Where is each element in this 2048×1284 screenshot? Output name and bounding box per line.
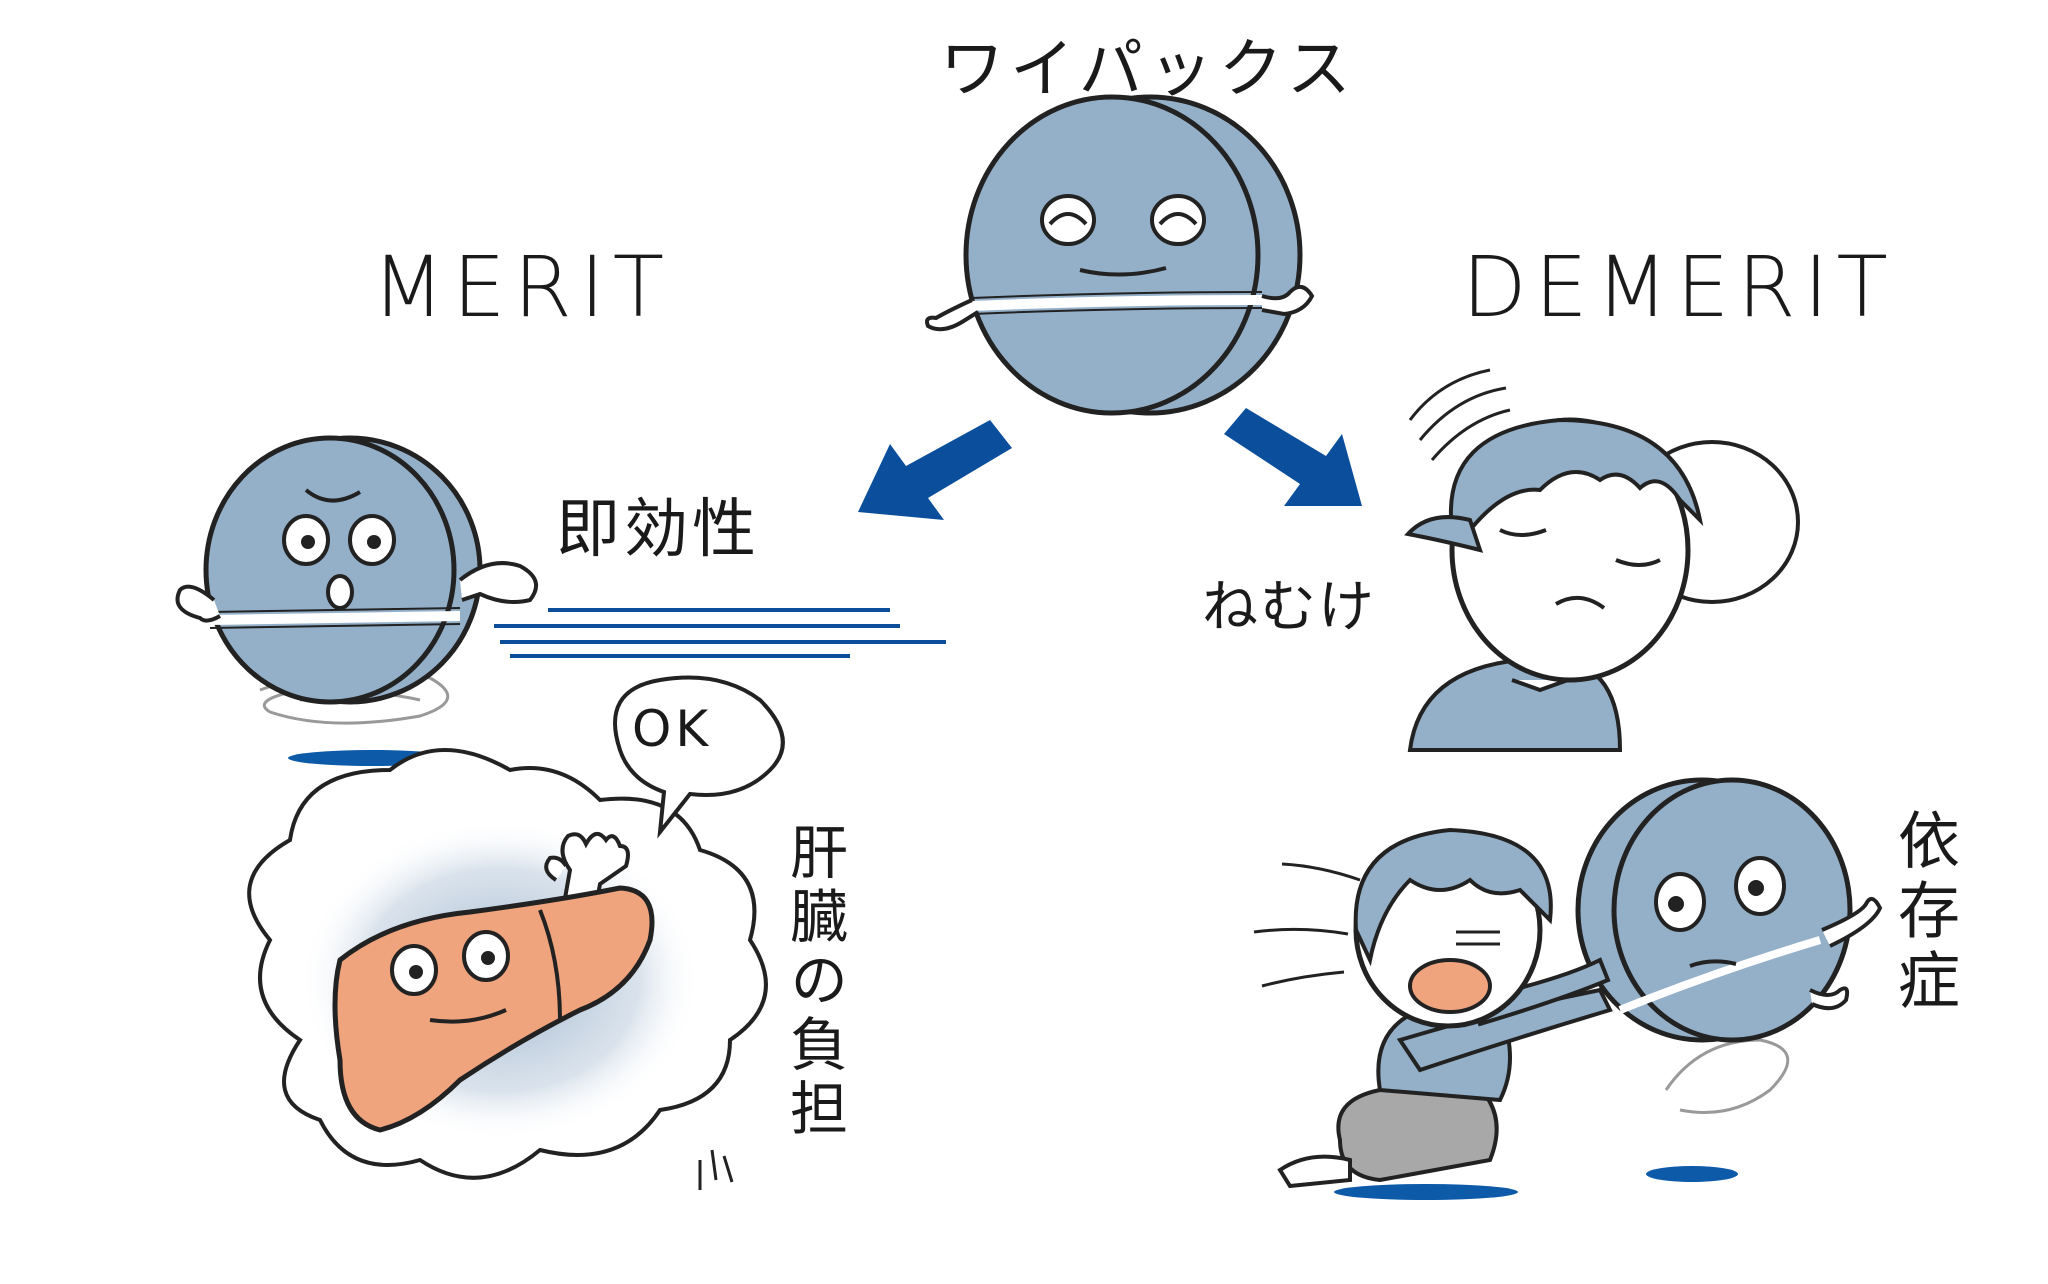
dependence-scene-icon: [1253, 777, 1883, 1200]
liver-burden-label: 肝臓の負担: [780, 822, 848, 1142]
center-pill-icon: [925, 94, 1315, 416]
drowsiness-label: ねむけ: [1202, 575, 1376, 640]
ok-bubble-text: OK: [632, 700, 713, 758]
left-arrow-icon: [858, 420, 1012, 520]
right-arrow-icon: [1224, 408, 1362, 506]
fast-acting-label: 即効性: [556, 493, 760, 567]
merit-heading: MERIT: [372, 238, 672, 336]
title-label: ワイパックス: [940, 33, 1357, 107]
demerit-heading: DEMERIT: [1462, 238, 1896, 336]
liver-character-icon: [332, 832, 734, 1190]
fast-pill-icon: [175, 435, 946, 766]
sleepy-person-icon: [1404, 368, 1800, 752]
dependence-label: 依存症: [1887, 808, 1960, 1018]
